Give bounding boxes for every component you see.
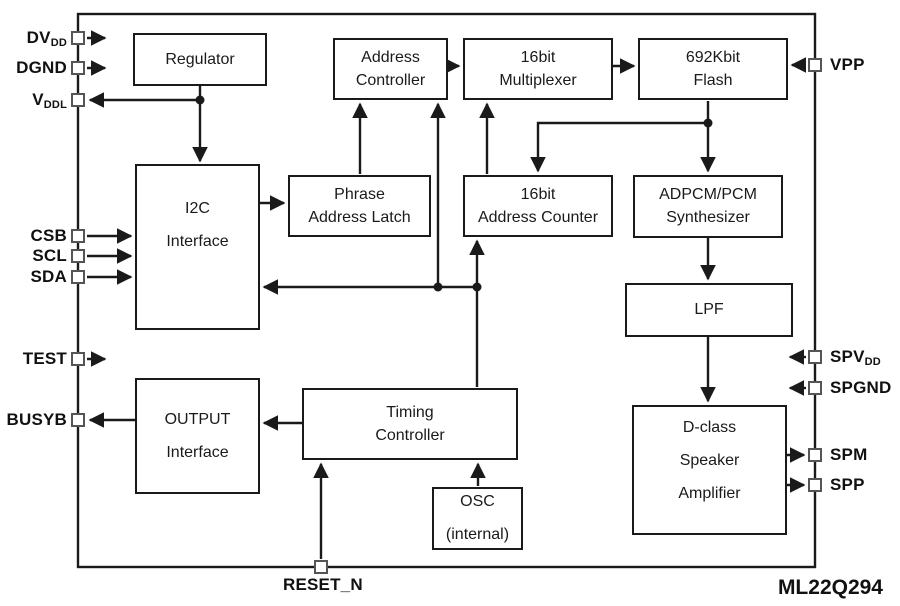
pin-label-test: TEST <box>22 349 67 368</box>
pin-dgnd <box>71 61 85 75</box>
block-label: OSC <box>460 493 495 510</box>
pin-label-spvdd: SPVDD <box>830 347 881 368</box>
wire-timing-to-i2c <box>262 279 479 387</box>
junction-dots <box>195 95 713 292</box>
block-label: Address Counter <box>477 208 599 226</box>
block-16bit-multiplexer: 16bit Multiplexer <box>463 38 613 100</box>
block-i2c-interface: I2C Interface <box>135 164 260 330</box>
block-label: Timing <box>386 403 434 421</box>
pin-test <box>71 352 85 366</box>
block-label: Multiplexer <box>499 71 577 89</box>
block-label: 16bit <box>520 48 556 66</box>
pin-csb <box>71 229 85 243</box>
block-address-controller: Address Controller <box>333 38 448 100</box>
block-label: Synthesizer <box>666 209 750 226</box>
pin-label-reset-n: RESET_N <box>283 575 363 594</box>
block-label: Address Latch <box>308 208 411 226</box>
block-692kbit-flash: 692Kbit Flash <box>638 38 788 100</box>
block-label: Speaker <box>679 452 740 469</box>
wire-flash-to-address-counter <box>530 121 708 173</box>
block-label: Interface <box>166 232 229 250</box>
pin-busyb <box>71 413 85 427</box>
pin-reset-n <box>314 560 328 574</box>
pin-label-spm: SPM <box>830 445 868 464</box>
pin-sda <box>71 270 85 284</box>
block-label: Flash <box>693 71 733 89</box>
block-regulator: Regulator <box>133 33 267 86</box>
pin-spvdd <box>808 350 822 364</box>
block-d-class-speaker-amplifier: D-class Speaker Amplifier <box>632 405 787 535</box>
pin-dvdd <box>71 31 85 45</box>
block-label: Controller <box>355 71 426 89</box>
block-label: Regulator <box>165 50 235 68</box>
block-timing-controller: Timing Controller <box>302 388 518 460</box>
block-label: ADPCM/PCM <box>659 186 757 203</box>
block-label: Amplifier <box>678 485 741 502</box>
block-label: 692Kbit <box>685 48 741 66</box>
block-label: Address <box>361 48 420 66</box>
block-label: Controller <box>375 426 445 444</box>
pin-vpp <box>808 58 822 72</box>
pin-vddl <box>71 93 85 107</box>
pin-spp <box>808 478 822 492</box>
block-label: OUTPUT <box>164 410 231 428</box>
pin-label-csb: CSB <box>30 226 67 245</box>
block-label: D-class <box>682 419 737 436</box>
block-label: 16bit <box>520 185 556 203</box>
pin-spgnd <box>808 381 822 395</box>
block-16bit-address-counter: 16bit Address Counter <box>463 175 613 237</box>
pin-label-scl: SCL <box>32 246 67 265</box>
pin-spm <box>808 448 822 462</box>
pin-label-dgnd: DGND <box>16 58 67 77</box>
pin-label-busyb: BUSYB <box>6 410 67 429</box>
pin-label-spp: SPP <box>830 475 865 494</box>
pin-label-vpp: VPP <box>830 55 865 74</box>
chip-boundary <box>76 12 817 569</box>
block-phrase-address-latch: Phrase Address Latch <box>288 175 431 237</box>
block-label: I2C <box>185 199 210 217</box>
block-lpf: LPF <box>625 283 793 337</box>
block-label: (internal) <box>445 526 510 543</box>
block-adpcm-pcm-synthesizer: ADPCM/PCM Synthesizer <box>633 175 783 238</box>
block-label: LPF <box>694 301 724 318</box>
block-label: Phrase <box>334 185 385 203</box>
block-label: Interface <box>166 443 229 461</box>
pin-label-dvdd: DVDD <box>26 28 67 49</box>
block-osc-internal: OSC (internal) <box>432 487 523 550</box>
pin-scl <box>71 249 85 263</box>
part-number: ML22Q294 <box>777 576 883 599</box>
pin-label-vddl: VDDL <box>32 90 67 111</box>
block-output-interface: OUTPUT Interface <box>135 378 260 494</box>
pin-label-sda: SDA <box>30 267 67 286</box>
pin-label-spgnd: SPGND <box>830 378 892 397</box>
